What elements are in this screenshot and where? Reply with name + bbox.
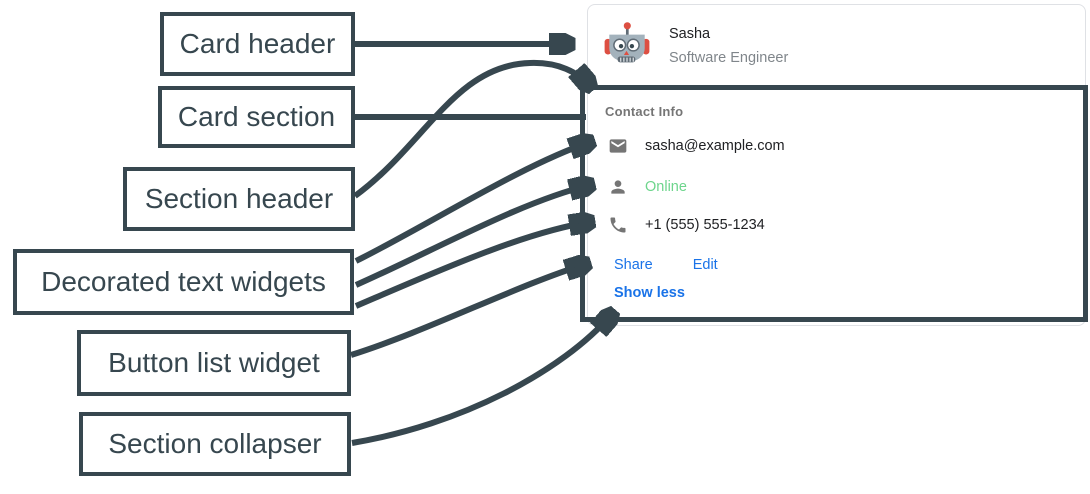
card-header-title: Sasha <box>669 26 711 42</box>
show-less-button[interactable]: Show less <box>610 283 689 303</box>
annotation-label-section-collapser: Section collapser <box>79 412 351 476</box>
widget-text-phone: +1 (555) 555-1234 <box>645 217 765 233</box>
annotation-label-text: Section collapser <box>108 428 322 459</box>
share-button[interactable]: Share <box>610 255 657 275</box>
annotation-label-text: Section header <box>144 183 334 214</box>
arrow-section-header <box>353 59 590 199</box>
person-icon <box>608 177 628 197</box>
decorated-text-widget-status: Online <box>608 177 687 197</box>
annotation-label-text: Decorated text widgets <box>41 266 326 297</box>
chat-card: Sasha Software Engineer Contact Info sas… <box>587 4 1086 326</box>
robot-avatar-icon <box>604 22 650 63</box>
phone-icon <box>608 215 628 235</box>
annotation-label-card-header: Card header <box>160 12 355 76</box>
annotation-label-text: Button list widget <box>108 347 320 378</box>
arrow-decorated-text-status <box>354 185 590 288</box>
card-header-subtitle: Software Engineer <box>669 50 789 66</box>
annotation-label-section-header: Section header <box>123 167 355 231</box>
arrow-section-collapser <box>351 314 612 446</box>
widget-text-email: sasha@example.com <box>645 138 785 154</box>
annotation-label-text: Card section <box>177 101 336 132</box>
annotation-label-text: Card header <box>179 28 336 59</box>
edit-button[interactable]: Edit <box>689 255 722 275</box>
decorated-text-widget-email: sasha@example.com <box>608 136 785 156</box>
arrow-button-list <box>350 264 586 358</box>
decorated-text-widget-phone: +1 (555) 555-1234 <box>608 215 765 235</box>
annotation-label-card-section: Card section <box>158 86 355 148</box>
arrow-decorated-text-email <box>354 142 590 264</box>
annotation-label-decorated-text-widgets: Decorated text widgets <box>13 249 354 315</box>
widget-text-status: Online <box>645 179 687 195</box>
arrow-decorated-text-phone <box>354 222 590 309</box>
email-icon <box>608 136 628 156</box>
button-list-widget: Share Edit <box>610 255 722 275</box>
section-header-label: Contact Info <box>605 104 684 119</box>
annotation-label-button-list-widget: Button list widget <box>77 330 351 396</box>
